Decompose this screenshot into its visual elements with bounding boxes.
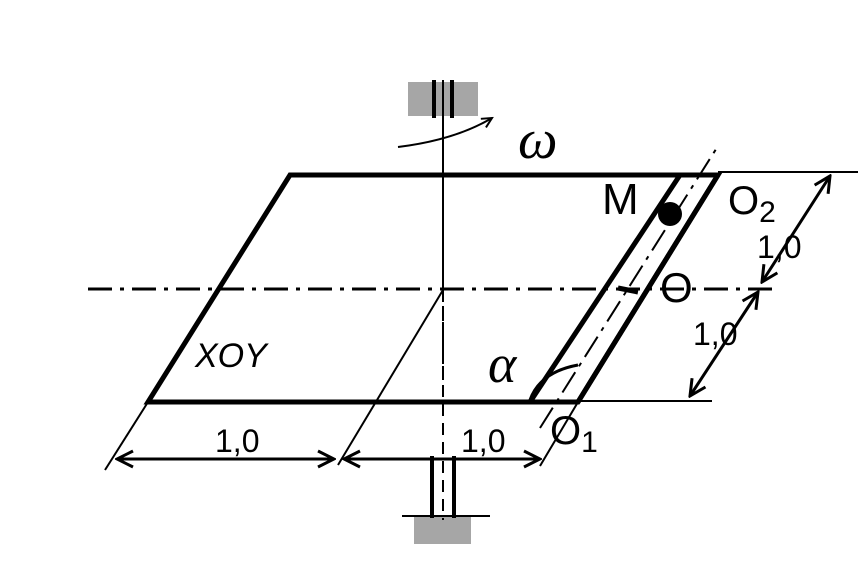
alpha-label: α [488, 334, 518, 394]
rotation-arrow [397, 118, 492, 148]
point-m-dot [658, 202, 682, 226]
omega-label: ω [518, 109, 558, 171]
dim-arrow-right-lower [690, 292, 758, 396]
bottom-bearing [402, 456, 490, 544]
projection-line-right [539, 401, 579, 467]
point-o-label: O [660, 264, 693, 311]
dim-label-bottom-left: 1,0 [215, 423, 259, 459]
point-o1-label: O1 [550, 409, 598, 459]
dim-label-right-lower: 1,0 [693, 316, 737, 352]
plane-label: XOY [194, 337, 269, 375]
dim-arrow-right-upper [762, 176, 830, 282]
point-m-label: M [602, 175, 639, 224]
angle-arc [528, 363, 579, 401]
tube [527, 145, 721, 429]
projection-line-left [104, 401, 149, 471]
dim-label-right-upper: 1,0 [757, 229, 801, 265]
projection-line-middle [337, 289, 444, 466]
point-o2-label: O2 [728, 179, 776, 229]
dim-label-bottom-right: 1,0 [461, 423, 505, 459]
point-o-tick [617, 285, 639, 295]
